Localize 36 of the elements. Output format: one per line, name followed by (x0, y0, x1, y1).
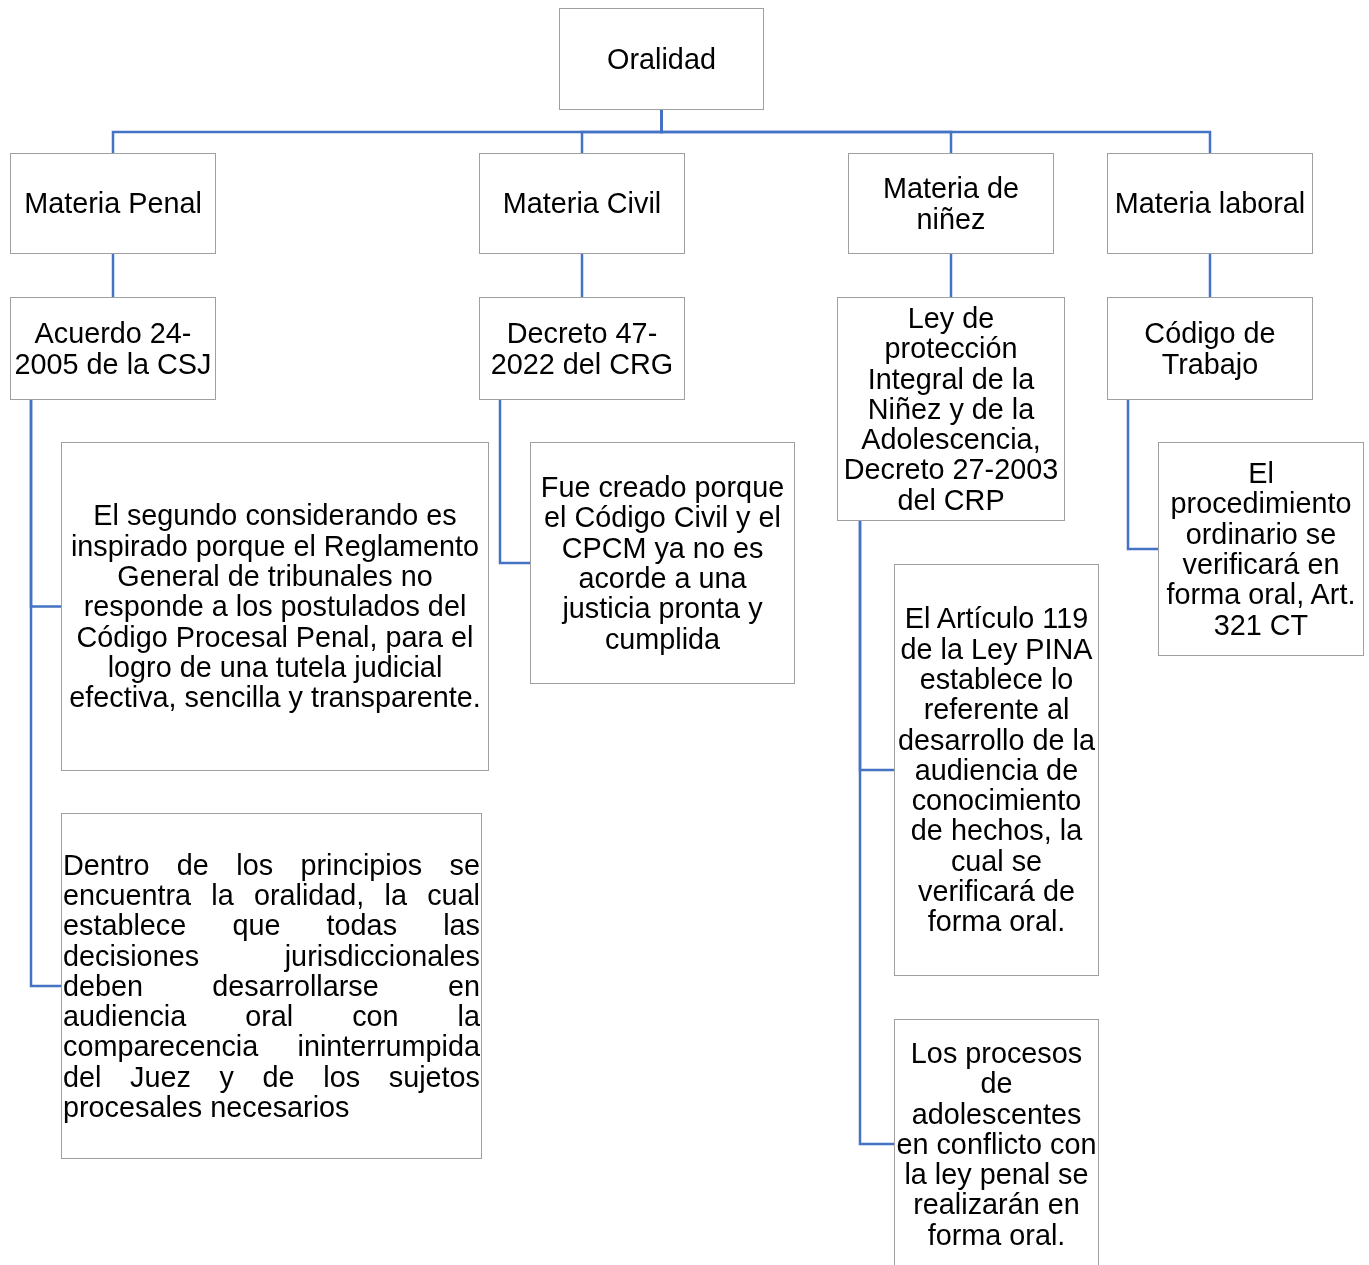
connector-line (111, 254, 115, 297)
connector-line (949, 254, 953, 297)
box-text: El segundo considerando es inspirado porque el Reglamento General de tribunales no responde a los postulados del Código Procesal Penal, para el logro de una tutela judicial efectiva, sencilla y transparente. (68, 500, 482, 713)
category-box (479, 153, 685, 254)
box-text: Materia laboral (1113, 188, 1307, 219)
connector-line (580, 254, 584, 297)
law-box (10, 297, 216, 400)
category-box (10, 153, 216, 254)
description-box (61, 442, 489, 771)
box-text: El procedimiento ordinario se verificará en forma oral, Art. 321 CT (1165, 458, 1357, 640)
box-text: El Artículo 119 de la Ley PINA establece lo referente al desarrollo de la audiencia de conocimiento de hechos, la cual se verificará de forma oral. (897, 603, 1096, 937)
box-text: Oralidad (606, 43, 717, 75)
box-text: Fue creado porque el Código Civil y el CPCM ya no es acorde a una justicia pronta y cumplida (539, 472, 786, 654)
category-box (848, 153, 1054, 254)
description-box (530, 442, 795, 684)
law-box (479, 297, 685, 400)
description-box (61, 813, 482, 1159)
box-text: Materia Civil (501, 188, 663, 219)
category-box (1107, 153, 1313, 254)
connector-line (498, 400, 530, 565)
connector-line (29, 400, 61, 988)
description-box (894, 564, 1099, 976)
connector-line (1208, 254, 1212, 297)
connector-line (858, 521, 894, 1146)
box-text: Los procesos de adolescentes en conflicto con la ley penal se realizarán en forma oral. (896, 1037, 1097, 1251)
connector-line (1126, 400, 1158, 551)
title-box (559, 8, 764, 110)
box-text: Código de Trabajo (1143, 318, 1277, 379)
box-text: Materia de niñez (881, 173, 1021, 234)
description-box (1158, 442, 1364, 656)
box-text: Ley de protección Integral de la Niñez y de la Adolescencia, Decreto 27-2003 del CRP (842, 302, 1060, 516)
box-text: Decreto 47-2022 del CRG (489, 318, 675, 379)
box-text: Materia Penal (23, 188, 203, 219)
box-text: Acuerdo 24-2005 de la CSJ (13, 318, 213, 379)
box-text: Dentro de los principios se encuentra la oralidad, la cual establece que todas las decisiones jurisdiccionales deben desarrollarse en audiencia oral con la comparecencia ininterrumpida del Juez y de los sujetos procesales necesarios (63, 849, 480, 1123)
law-box (1107, 297, 1313, 400)
